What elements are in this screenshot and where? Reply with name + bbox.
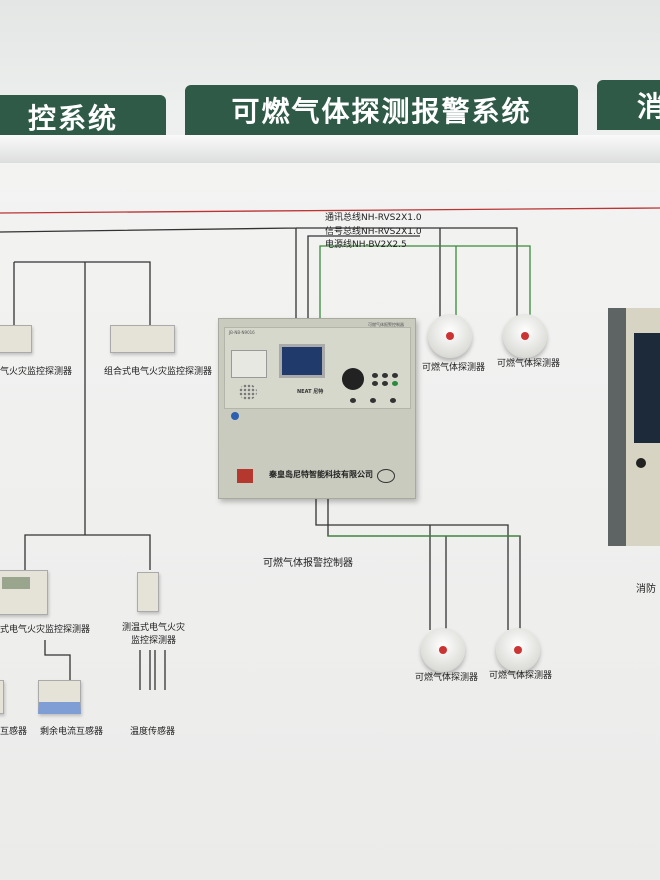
- wire-comm: [0, 227, 518, 318]
- wire-left: [13, 261, 151, 570]
- comm-bus-label: 通讯总线NH-RVS2X1.0: [325, 213, 422, 223]
- banner-right: 消: [597, 80, 660, 130]
- device-label: 温度传感器: [130, 727, 176, 737]
- wire-sensors: [44, 640, 166, 690]
- device-label: 气火灾监控探测器: [0, 367, 73, 377]
- detector-label: 可燃气体探测器: [489, 671, 553, 681]
- brand-logo: NEAT 尼特: [297, 389, 324, 395]
- ccc-mark-icon: [377, 469, 395, 483]
- banner-center: 可燃气体探测报警系统: [185, 85, 578, 135]
- fire-certification-badge: [237, 469, 253, 483]
- power-line-label: 电源线NH-BV2X2.5: [325, 240, 407, 250]
- panel-button[interactable]: [636, 458, 646, 468]
- combined-fire-detector: [110, 325, 175, 353]
- banner-left: 控系统: [0, 95, 166, 139]
- keypad-key[interactable]: [392, 373, 398, 378]
- detector-label: 可燃气体探测器: [415, 673, 479, 683]
- detector-label: 可燃气体探测器: [497, 359, 561, 369]
- keypad-key[interactable]: [382, 381, 388, 386]
- gas-detector: [428, 314, 472, 358]
- control-panel: JB-NB-N9016 可燃气体报警控制器 NEAT 尼特: [224, 322, 411, 409]
- temperature-fire-detector: [137, 572, 159, 612]
- residual-current-transformer: [38, 680, 81, 714]
- device-label: 剩余电流互感器: [40, 727, 104, 737]
- function-button[interactable]: [370, 398, 376, 403]
- label-line: 监控探测器: [131, 636, 177, 646]
- display-board: [0, 163, 660, 880]
- keypad-key[interactable]: [372, 381, 378, 386]
- confirm-key[interactable]: [392, 381, 398, 386]
- keypad-key[interactable]: [372, 373, 378, 378]
- right-panel-label: 消防: [636, 584, 656, 595]
- gas-detector: [503, 314, 547, 358]
- function-button[interactable]: [390, 398, 396, 403]
- fire-control-panel: [608, 308, 660, 546]
- company-name: 秦皇岛尼特智能科技有限公司: [269, 470, 373, 479]
- device-label: 式电气火灾监控探测器: [0, 625, 91, 635]
- device-label: 测温式电气火灾监控探测器: [122, 620, 185, 646]
- speaker-icon: [239, 384, 257, 400]
- fire-monitor-detector: [0, 570, 48, 615]
- keypad-key[interactable]: [382, 373, 388, 378]
- wire-bottom: [315, 499, 521, 630]
- wall: [0, 0, 660, 100]
- shelf: [0, 135, 660, 163]
- model-label: JB-NB-N9016: [229, 330, 255, 335]
- device-label: 互感器: [0, 727, 28, 737]
- current-transformer: [0, 680, 4, 714]
- detector-label: 可燃气体探测器: [422, 363, 486, 373]
- label-line: 测温式电气火灾: [122, 623, 186, 633]
- signal-bus-label: 信号总线NH-RVS2X1.0: [325, 227, 422, 237]
- electrical-fire-detector: [0, 325, 32, 353]
- gas-alarm-controller: JB-NB-N9016 可燃气体报警控制器 NEAT 尼特 秦皇岛尼特智能科技有…: [218, 318, 416, 499]
- key-switch[interactable]: [231, 412, 239, 420]
- wire-red: [0, 207, 660, 214]
- controller-label: 可燃气体报警控制器: [263, 558, 353, 569]
- panel-screen: [634, 333, 660, 443]
- wire-power: [319, 245, 531, 318]
- panel-title: 可燃气体报警控制器: [368, 322, 404, 327]
- gas-detector: [421, 628, 465, 672]
- lcd-screen: [279, 344, 325, 378]
- lcd-display: [2, 577, 30, 589]
- gas-detector: [496, 628, 540, 672]
- device-label: 组合式电气火灾监控探测器: [104, 367, 213, 377]
- printer[interactable]: [231, 350, 267, 378]
- function-button[interactable]: [350, 398, 356, 403]
- wire-signal: [307, 235, 420, 318]
- direction-pad[interactable]: [342, 368, 364, 390]
